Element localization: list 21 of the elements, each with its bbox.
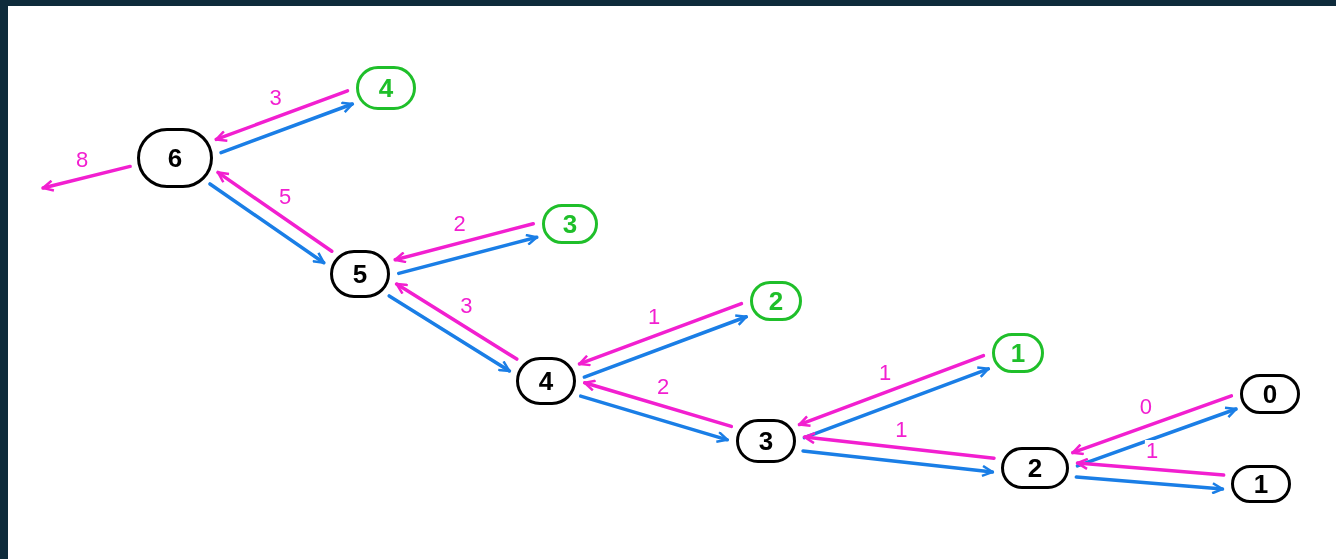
arrow bbox=[41, 164, 132, 192]
arrow bbox=[582, 379, 734, 429]
arrow bbox=[216, 170, 334, 253]
arrow bbox=[802, 431, 996, 460]
arrow bbox=[578, 394, 730, 443]
arrow bbox=[397, 233, 539, 276]
arrow bbox=[1074, 475, 1225, 495]
arrow bbox=[1075, 406, 1238, 468]
arrow bbox=[214, 89, 350, 142]
arrow bbox=[797, 353, 986, 427]
arrow bbox=[1075, 457, 1226, 477]
arrow bbox=[387, 294, 512, 373]
arrow bbox=[1070, 394, 1234, 456]
arrow bbox=[801, 449, 995, 478]
arrow bbox=[219, 101, 355, 155]
arrow bbox=[393, 221, 535, 264]
arrow bbox=[582, 314, 749, 379]
arrow bbox=[577, 301, 744, 367]
arrow bbox=[208, 182, 326, 265]
arrow bbox=[802, 366, 991, 440]
arrow bbox=[394, 282, 519, 361]
